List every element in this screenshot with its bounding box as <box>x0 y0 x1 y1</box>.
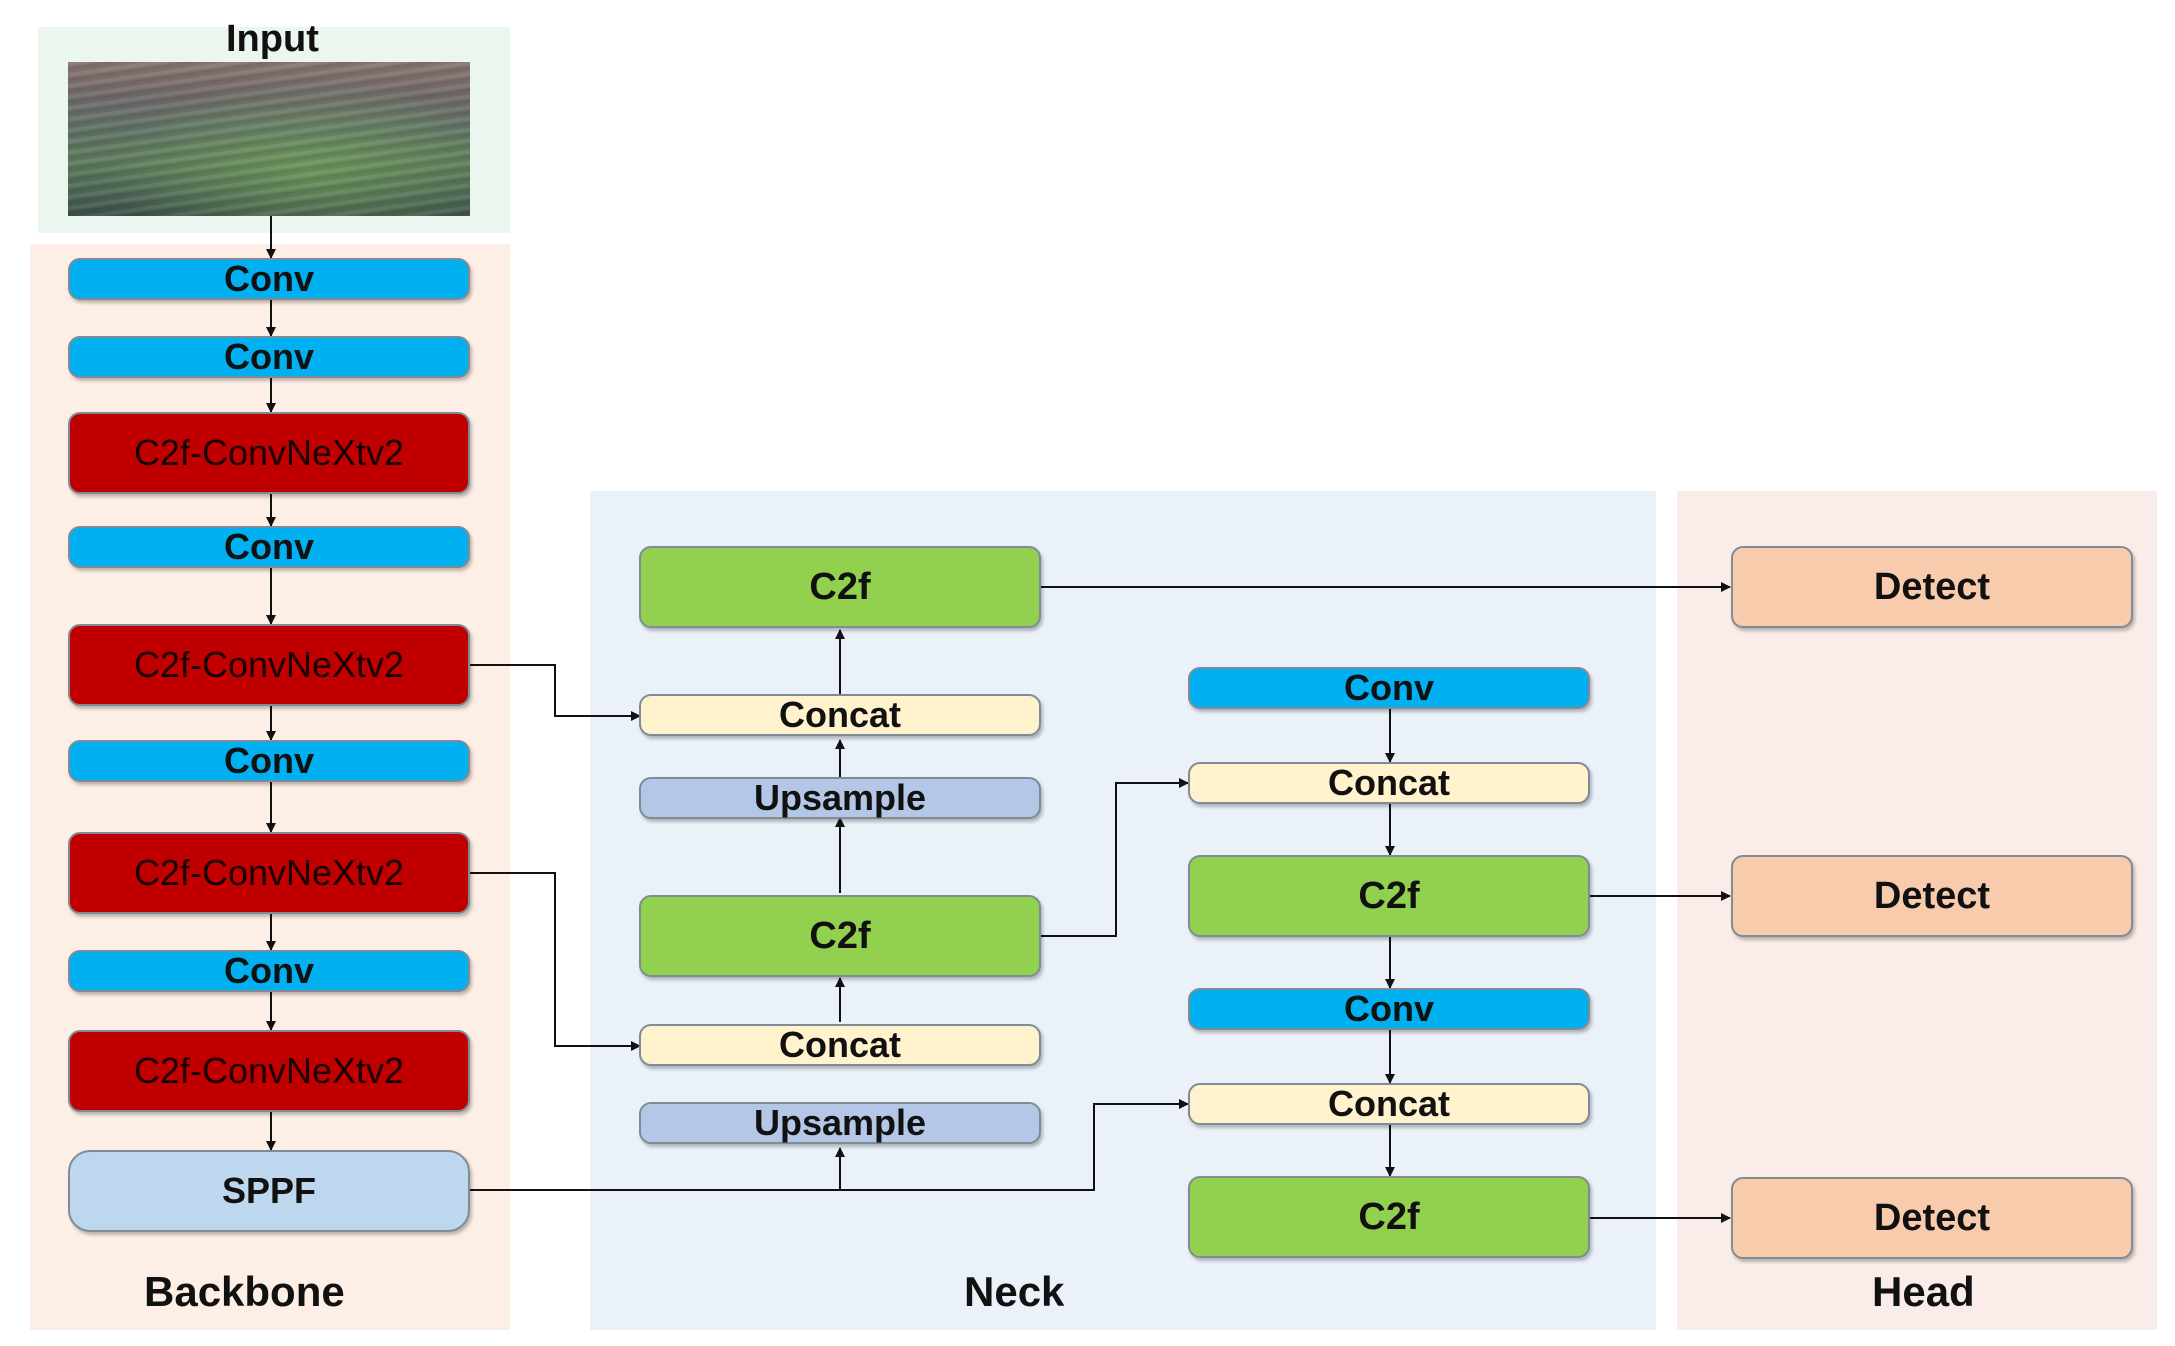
neck-concat-lower: Concat <box>639 1024 1041 1066</box>
backbone-conv-2: Conv <box>68 336 470 378</box>
neck-c2f-top: C2f <box>639 546 1041 628</box>
neck-conv-bottom: Conv <box>1188 988 1590 1030</box>
backbone-conv-4: Conv <box>68 740 470 782</box>
backbone-c2f-convnextv2-4: C2f-ConvNeXtv2 <box>68 1030 470 1112</box>
neck-concat-upper: Concat <box>639 694 1041 736</box>
neck-c2f-middle: C2f <box>639 895 1041 977</box>
backbone-label: Backbone <box>144 1268 345 1315</box>
neck-label: Neck <box>964 1268 1065 1315</box>
head-label: Head <box>1872 1268 1975 1315</box>
backbone-conv-5: Conv <box>68 950 470 992</box>
input-label: Input <box>226 18 319 60</box>
backbone-conv-3: Conv <box>68 526 470 568</box>
neck-upsample-lower: Upsample <box>639 1102 1041 1144</box>
neck-concat-right-upper: Concat <box>1188 762 1590 804</box>
neck-c2f-right-middle: C2f <box>1188 855 1590 937</box>
input-water-image <box>68 62 470 216</box>
head-detect-1: Detect <box>1731 546 2133 628</box>
backbone-c2f-convnextv2-3: C2f-ConvNeXtv2 <box>68 832 470 914</box>
backbone-sppf: SPPF <box>68 1150 470 1232</box>
neck-c2f-right-bottom: C2f <box>1188 1176 1590 1258</box>
neck-conv-top: Conv <box>1188 667 1590 709</box>
neck-upsample-upper: Upsample <box>639 777 1041 819</box>
backbone-conv-1: Conv <box>68 258 470 300</box>
head-detect-2: Detect <box>1731 855 2133 937</box>
backbone-c2f-convnextv2-1: C2f-ConvNeXtv2 <box>68 412 470 494</box>
head-detect-3: Detect <box>1731 1177 2133 1259</box>
neck-concat-right-lower: Concat <box>1188 1083 1590 1125</box>
backbone-c2f-convnextv2-2: C2f-ConvNeXtv2 <box>68 624 470 706</box>
